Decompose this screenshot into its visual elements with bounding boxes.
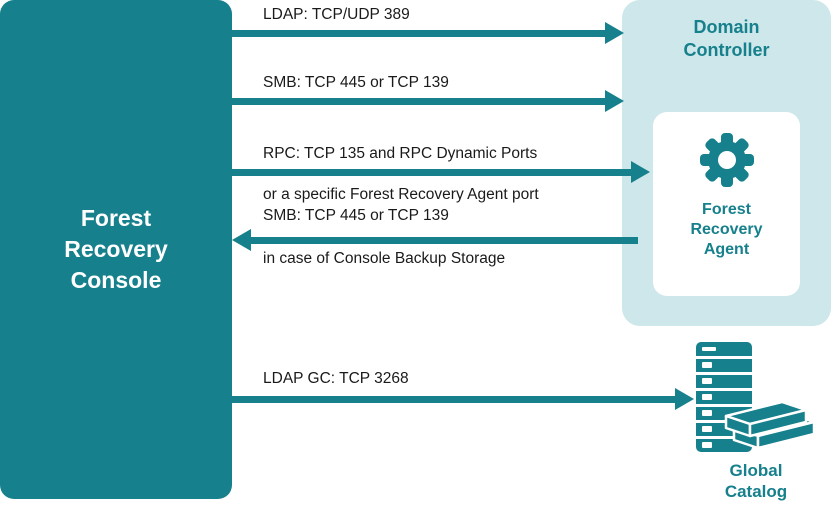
arrowhead-right-icon [675,388,694,410]
arrow-ldap-gc [232,388,694,410]
arrowhead-right-icon [605,90,624,112]
forest-recovery-console-label: Forest Recovery Console [64,204,168,294]
domain-controller-box: Domain Controller Forest Recovery Agent [622,0,831,326]
forest-recovery-agent-box: Forest Recovery Agent [653,112,800,296]
arrow-label-ldap-gc: LDAP GC: TCP 3268 [263,370,409,387]
arrow-shaft [232,168,631,176]
arrow-label-rpc-line2: or a specific Forest Recovery Agent port [263,186,539,203]
arrow-label-smb-backup-line2: in case of Console Backup Storage [263,250,506,267]
domain-controller-title: Domain Controller [683,17,770,61]
arrowhead-right-icon [605,22,624,44]
gear-icon [699,133,754,187]
arrow-shaft [251,236,638,244]
arrow-label-smb: SMB: TCP 445 or TCP 139 [263,74,449,91]
arrow-shaft [232,395,675,403]
global-catalog-icon [696,342,816,452]
arrowhead-right-icon [631,161,650,183]
arrow-ldap [232,22,624,44]
arrow-label-rpc-line1: RPC: TCP 135 and RPC Dynamic Ports [263,145,538,162]
arrow-label-ldap: LDAP: TCP/UDP 389 [263,6,410,23]
arrow-smb [232,90,624,112]
forest-recovery-console-box: Forest Recovery Console [0,0,232,499]
arrowhead-left-icon [232,229,251,251]
arrow-label-smb-backup-line1: SMB: TCP 445 or TCP 139 [263,207,449,224]
arrow-shaft [232,29,605,37]
arrow-rpc [232,161,650,183]
arrow-smb-backup [232,229,638,251]
global-catalog-label: Global Catalog [724,461,788,502]
arrow-shaft [232,97,605,105]
forest-recovery-agent-label: Forest Recovery Agent [690,201,763,258]
